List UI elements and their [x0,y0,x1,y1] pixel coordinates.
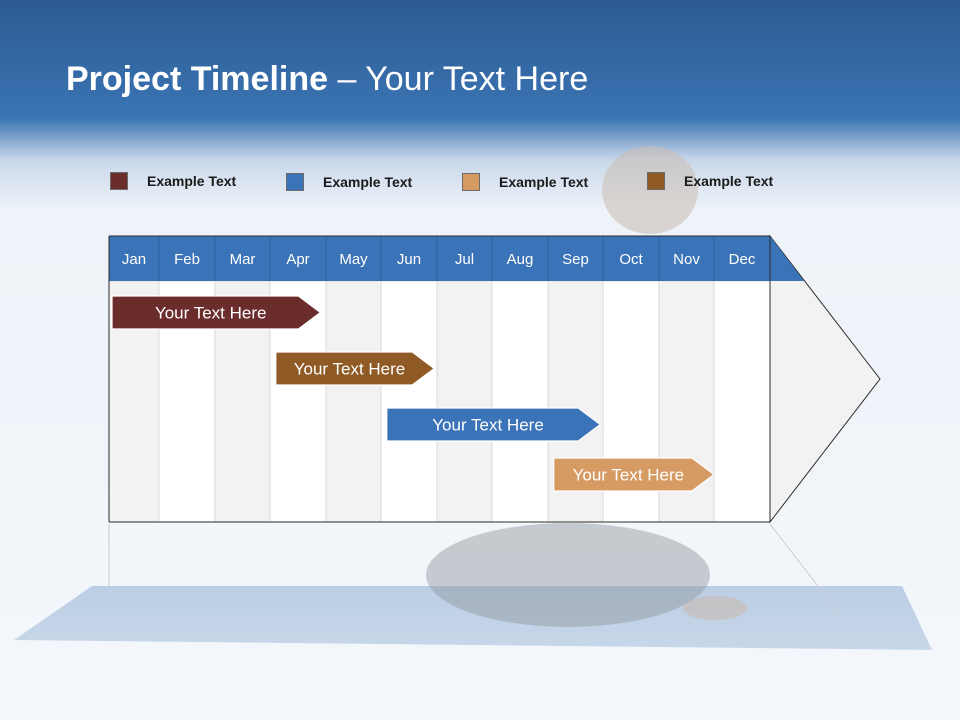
legend-label: Example Text [323,174,413,190]
month-label: Nov [673,251,700,268]
task-bar-shape [275,351,436,386]
legend-label: Example Text [684,173,774,189]
legend-item: Example Text [647,171,773,191]
month-label: Jul [455,251,474,268]
month-label: Sep [562,251,589,268]
month-column [325,280,382,523]
figure-head [602,146,698,234]
task-bar: Your Text Here [111,295,322,330]
month-label: Aug [507,251,534,268]
figure-foot [683,596,747,620]
task-bar-shape [386,407,602,442]
month-label: Feb [174,251,200,268]
month-label: Jan [122,251,146,268]
month-column [436,280,493,523]
month-label: Apr [286,251,309,268]
task-bar-label: Your Text Here [294,360,406,379]
legend-label: Example Text [147,173,237,189]
figure-body [426,523,710,627]
month-label: Oct [619,251,643,268]
task-bar-shape [111,295,322,330]
month-label: May [339,251,368,268]
title-rest: – Your Text Here [328,60,589,98]
legend-label: Example Text [499,174,589,190]
task-bar-label: Your Text Here [155,304,267,323]
month-label: Dec [729,251,756,268]
month-header-band [109,236,804,281]
month-column [491,280,549,523]
legend-swatch [462,173,480,191]
month-column [380,280,438,523]
task-bar: Your Text Here [553,457,715,492]
legend-item: Example Text [462,172,588,192]
task-bar: Your Text Here [275,351,436,386]
page-title: Project Timeline – Your Text Here [66,60,588,99]
task-bar-label: Your Text Here [432,416,544,435]
legend-item: Example Text [110,171,236,191]
legend-swatch [286,173,304,191]
reflection-line-right [769,523,839,613]
legend-swatch [110,172,128,190]
month-column [713,280,771,523]
month-label: Mar [230,251,256,268]
task-bar-shape [553,457,715,492]
legend-item: Example Text [286,172,412,192]
task-bar-label: Your Text Here [573,466,685,485]
month-label: Jun [397,251,421,268]
title-bold: Project Timeline [66,60,329,98]
legend-swatch [647,172,665,190]
task-bar: Your Text Here [386,407,602,442]
